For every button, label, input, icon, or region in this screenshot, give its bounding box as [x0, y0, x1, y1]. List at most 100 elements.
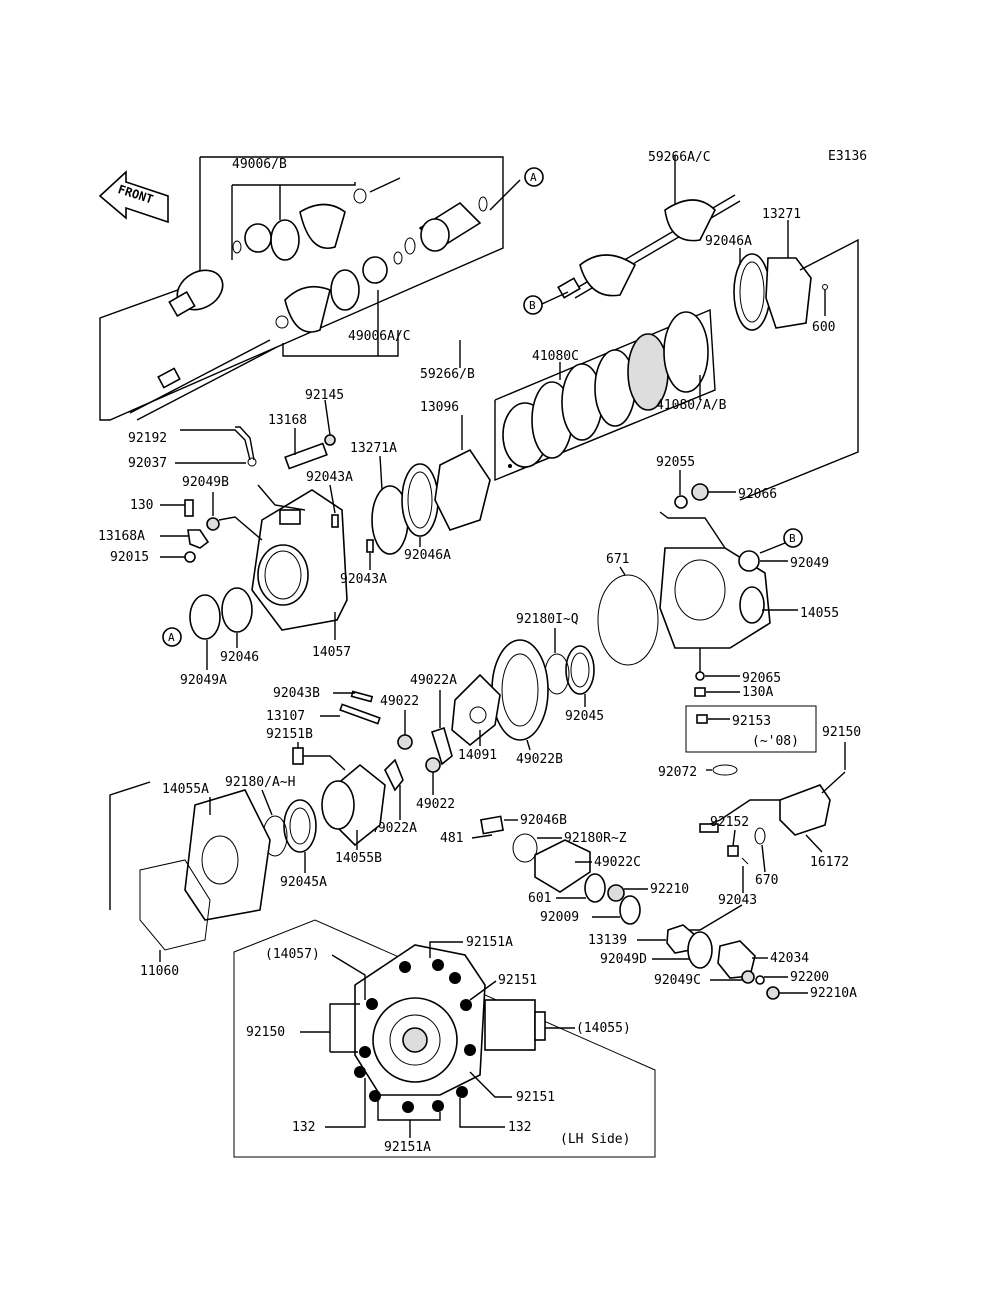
label-13107: 13107	[266, 709, 305, 724]
label-92150-b: 92150	[246, 1025, 285, 1040]
label-59266b: 59266/B	[420, 367, 475, 382]
label-16172: 16172	[810, 855, 849, 870]
label-670: 670	[755, 873, 778, 888]
label-lh-side: (LH Side)	[560, 1132, 630, 1147]
label-92151-1: 92151	[498, 973, 537, 988]
label-132-l: 132	[292, 1120, 315, 1135]
label-92200: 92200	[790, 970, 829, 985]
label-49022-1: 49022	[380, 694, 419, 709]
label-92210a: 92210A	[810, 986, 857, 1001]
svg-text:B: B	[529, 299, 536, 312]
label-92192: 92192	[128, 431, 167, 446]
ref-marker-a-top: A	[524, 167, 544, 187]
label-92210: 92210	[650, 882, 689, 897]
clutch-pack-group	[494, 308, 716, 482]
label-92037: 92037	[128, 456, 167, 471]
label-92043a-2: 92043A	[340, 572, 387, 587]
ref-marker-a-left: A	[162, 627, 182, 647]
front-drive-shaft-group	[99, 156, 521, 421]
label-92151a-top: 92151A	[466, 935, 513, 950]
label-41080c: 41080C	[532, 349, 579, 364]
cover-14055a	[184, 789, 271, 921]
label-13168a: 13168A	[98, 529, 145, 544]
label-13168: 13168	[268, 413, 307, 428]
label-49022c: 49022C	[594, 855, 641, 870]
label-132-r: 132	[508, 1120, 531, 1135]
label-92049a: 92049A	[180, 673, 227, 688]
label-92046a-top: 92046A	[705, 234, 752, 249]
label-92049d: 92049D	[600, 952, 647, 967]
label-92066: 92066	[738, 487, 777, 502]
bearing-92046a-top	[733, 253, 771, 331]
actuator-16172	[779, 784, 831, 836]
label-92151-2: 92151	[516, 1090, 555, 1105]
front-arrow-icon: FRONT	[98, 170, 169, 224]
label-92049: 92049	[790, 556, 829, 571]
label-14091: 14091	[458, 748, 497, 763]
label-92045a: 92045A	[280, 875, 327, 890]
svg-text:A: A	[530, 171, 537, 184]
label-49022-2: 49022	[416, 797, 455, 812]
pinion-49022c	[534, 839, 591, 893]
label-92043: 92043	[718, 893, 757, 908]
label-92145: 92145	[305, 388, 344, 403]
label-92153: 92153	[732, 714, 771, 729]
label-481: 481	[440, 831, 463, 846]
label-11060: 11060	[140, 964, 179, 979]
label-13271a: 13271A	[350, 441, 397, 456]
label-42034: 42034	[770, 951, 809, 966]
label-92046a-mid: 92046A	[404, 548, 451, 563]
label-14055a: 14055A	[162, 782, 209, 797]
label-92065: 92065	[742, 671, 781, 686]
ring-gear-49022b	[491, 639, 549, 741]
label-92045: 92045	[565, 709, 604, 724]
label-130a: 130A	[742, 685, 773, 700]
label-92055: 92055	[656, 455, 695, 470]
label-92152: 92152	[710, 815, 749, 830]
label-92049b: 92049B	[182, 475, 229, 490]
label-92180ah: 92180/A~H	[225, 775, 295, 790]
label-671: 671	[606, 552, 629, 567]
label-14055: 14055	[800, 606, 839, 621]
label-92009: 92009	[540, 910, 579, 925]
ref-marker-b-right: B	[783, 528, 803, 548]
label-14057p: (14057)	[265, 947, 320, 962]
front-housing-14057	[251, 489, 348, 631]
label-49022a-bot: 49022A	[370, 821, 417, 836]
label-49006ac: 49006A/C	[348, 329, 411, 344]
label-14055b: 14055B	[335, 851, 382, 866]
label-49006b: 49006/B	[232, 157, 287, 172]
label-601: 601	[528, 891, 551, 906]
label-600: 600	[812, 320, 835, 335]
label-92072: 92072	[658, 765, 697, 780]
rear-housing-14055	[659, 547, 771, 649]
label-08: (~'08)	[752, 734, 799, 749]
label-14055p: (14055)	[576, 1021, 631, 1036]
label-13096: 13096	[420, 400, 459, 415]
label-92150-r: 92150	[822, 725, 861, 740]
label-92180rz: 92180R~Z	[564, 831, 627, 846]
label-130: 130	[130, 498, 153, 513]
label-92043a-1: 92043A	[306, 470, 353, 485]
rear-axle-shaft-group	[557, 155, 741, 299]
label-13139: 13139	[588, 933, 627, 948]
label-92046: 92046	[220, 650, 259, 665]
diagram-code: E3136	[828, 149, 867, 164]
svg-text:B: B	[789, 532, 796, 545]
label-92046b: 92046B	[520, 813, 567, 828]
ref-marker-b-top: B	[523, 295, 543, 315]
svg-text:A: A	[168, 631, 175, 644]
plate-13271	[765, 257, 812, 329]
label-92151b: 92151B	[266, 727, 313, 742]
label-92043b: 92043B	[273, 686, 320, 701]
lh-side-view	[233, 919, 656, 1158]
label-49022b: 49022B	[516, 752, 563, 767]
label-49022a-top: 49022A	[410, 673, 457, 688]
label-59266ac: 59266A/C	[648, 150, 711, 165]
label-14057: 14057	[312, 645, 351, 660]
label-41080ab: 41080/A/B	[656, 398, 727, 413]
diff-case-14091	[451, 673, 501, 747]
label-92049c: 92049C	[654, 973, 701, 988]
label-92180iq: 92180I~Q	[516, 612, 579, 627]
label-92151a-bot: 92151A	[384, 1140, 431, 1155]
